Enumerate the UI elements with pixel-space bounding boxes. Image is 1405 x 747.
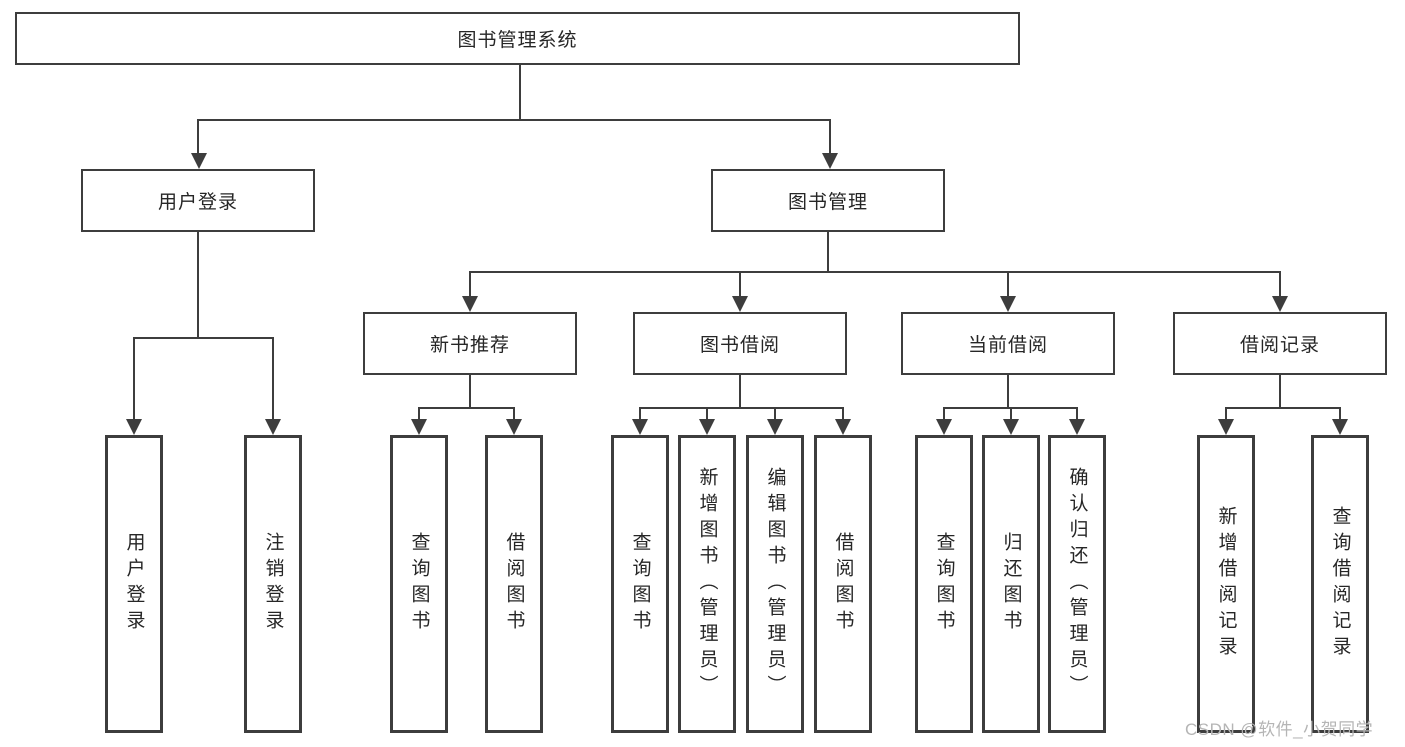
leaf-query-books-3: 查询图书 (915, 435, 973, 733)
connector (1279, 374, 1281, 409)
connector (639, 407, 641, 421)
connector (197, 119, 831, 121)
connector (1339, 407, 1341, 421)
arrow-down (506, 419, 522, 435)
arrow-down (1000, 296, 1016, 312)
connector (513, 407, 515, 421)
csdn-watermark: CSDN @软件_小贺同学 (1185, 720, 1374, 739)
leaf-query-borrow-record: 查询借阅记录 (1311, 435, 1369, 733)
node-new-book-recommend-label: 新书推荐 (429, 335, 510, 356)
arrow-down (1003, 419, 1019, 435)
arrow-down (462, 296, 478, 312)
leaf-add-book-admin-label: 新增图书（管理员） (696, 467, 718, 701)
leaf-borrow-books-2-label: 借阅图书 (832, 532, 854, 636)
arrow-down (732, 296, 748, 312)
connector (469, 271, 471, 298)
connector (133, 337, 274, 339)
connector (519, 65, 521, 121)
leaf-query-books-1: 查询图书 (390, 435, 448, 733)
node-new-book-recommend: 新书推荐 (363, 312, 577, 375)
arrow-down (767, 419, 783, 435)
node-book-management-label: 图书管理 (787, 192, 868, 213)
connector (1225, 407, 1227, 421)
leaf-confirm-return-admin-label: 确认归还（管理员） (1066, 467, 1088, 701)
connector (706, 407, 708, 421)
arrow-down (936, 419, 952, 435)
connector (1076, 407, 1078, 421)
node-library-system-label: 图书管理系统 (457, 30, 578, 51)
leaf-query-books-2-label: 查询图书 (629, 532, 651, 636)
connector (197, 119, 199, 157)
connector (739, 374, 741, 409)
arrow-down (1272, 296, 1288, 312)
leaf-add-borrow-record-label: 新增借阅记录 (1215, 506, 1237, 662)
connector (469, 271, 1281, 273)
leaf-confirm-return-admin: 确认归还（管理员） (1048, 435, 1106, 733)
connector (739, 271, 741, 298)
leaf-borrow-books-1: 借阅图书 (485, 435, 543, 733)
arrow-down (632, 419, 648, 435)
node-book-borrow: 图书借阅 (633, 312, 847, 375)
leaf-query-books-1-label: 查询图书 (408, 532, 430, 636)
leaf-edit-book-admin: 编辑图书（管理员） (746, 435, 804, 733)
connector (827, 231, 829, 273)
node-borrow-record-label: 借阅记录 (1239, 335, 1320, 356)
leaf-return-book: 归还图书 (982, 435, 1040, 733)
node-borrow-record: 借阅记录 (1173, 312, 1387, 375)
connector (197, 231, 199, 339)
connector (418, 407, 515, 409)
connector (133, 337, 135, 421)
connector (1010, 407, 1012, 421)
connector (418, 407, 420, 421)
connector (1225, 407, 1341, 409)
node-user-login: 用户登录 (81, 169, 315, 232)
connector (842, 407, 844, 421)
connector (774, 407, 776, 421)
leaf-borrow-books-2: 借阅图书 (814, 435, 872, 733)
arrow-down (835, 419, 851, 435)
node-library-system: 图书管理系统 (15, 12, 1020, 65)
leaf-add-book-admin: 新增图书（管理员） (678, 435, 736, 733)
connector (1007, 271, 1009, 298)
leaf-logout-label: 注销登录 (262, 532, 284, 636)
leaf-borrow-books-1-label: 借阅图书 (503, 532, 525, 636)
node-current-borrow: 当前借阅 (901, 312, 1115, 375)
connector (272, 337, 274, 421)
arrow-down (191, 153, 207, 169)
arrow-down (1069, 419, 1085, 435)
leaf-user-login: 用户登录 (105, 435, 163, 733)
leaf-user-login-label: 用户登录 (123, 532, 145, 636)
node-book-management: 图书管理 (711, 169, 945, 232)
leaf-add-borrow-record: 新增借阅记录 (1197, 435, 1255, 733)
leaf-query-books-3-label: 查询图书 (933, 532, 955, 636)
connector (943, 407, 945, 421)
arrow-down (411, 419, 427, 435)
leaf-logout: 注销登录 (244, 435, 302, 733)
arrow-down (265, 419, 281, 435)
arrow-down (1218, 419, 1234, 435)
node-book-borrow-label: 图书借阅 (699, 335, 780, 356)
connector (829, 119, 831, 157)
arrow-down (126, 419, 142, 435)
arrow-down (822, 153, 838, 169)
connector (1007, 374, 1009, 409)
leaf-edit-book-admin-label: 编辑图书（管理员） (764, 467, 786, 701)
leaf-return-book-label: 归还图书 (1000, 532, 1022, 636)
connector (469, 374, 471, 409)
connector (1279, 271, 1281, 298)
leaf-query-borrow-record-label: 查询借阅记录 (1329, 506, 1351, 662)
arrow-down (1332, 419, 1348, 435)
node-user-login-label: 用户登录 (157, 192, 238, 213)
arrow-down (699, 419, 715, 435)
connector (639, 407, 844, 409)
leaf-query-books-2: 查询图书 (611, 435, 669, 733)
node-current-borrow-label: 当前借阅 (967, 335, 1048, 356)
